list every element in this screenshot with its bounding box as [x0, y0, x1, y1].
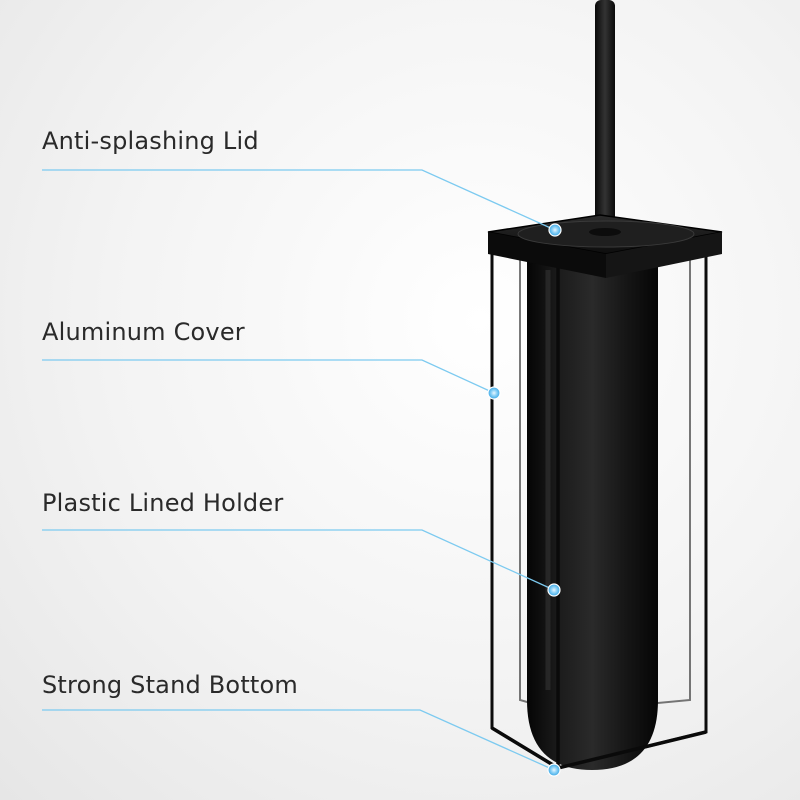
callout-label-lid: Anti-splashing Lid	[42, 127, 259, 155]
callout-label-cover: Aluminum Cover	[42, 318, 245, 346]
leader-line-bottom	[42, 709, 555, 771]
brush-handle	[595, 0, 615, 236]
leader-line-cover	[42, 359, 495, 394]
marker-dot-bottom	[547, 763, 561, 777]
leader-line-holder	[42, 529, 555, 591]
marker-dot-lid	[548, 223, 562, 237]
leader-lines	[42, 169, 556, 771]
callout-label-bottom: Strong Stand Bottom	[42, 671, 298, 699]
lid	[487, 214, 723, 278]
callout-label-holder: Plastic Lined Holder	[42, 489, 284, 517]
marker-dot-holder	[547, 583, 561, 597]
leader-line-lid	[42, 169, 556, 231]
marker-dots	[487, 223, 562, 777]
marker-dot-cover	[487, 386, 501, 400]
